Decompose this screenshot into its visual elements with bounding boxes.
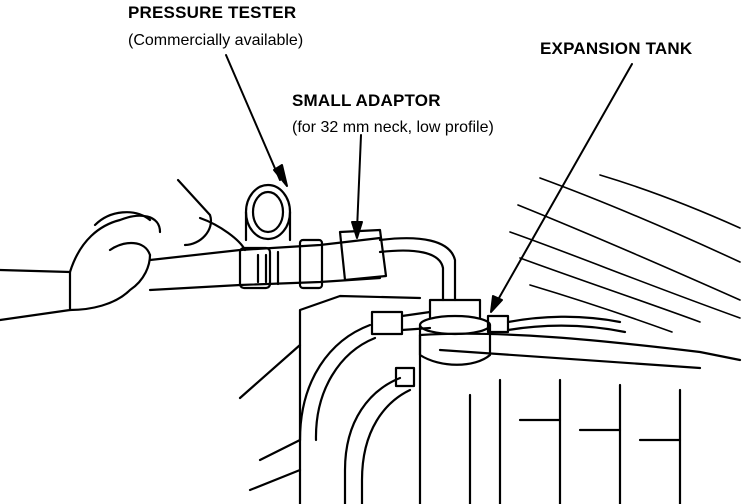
hand-and-arm xyxy=(0,178,247,322)
engine-bay-lines xyxy=(509,174,741,333)
expansion-tank-title: EXPANSION TANK xyxy=(540,39,693,58)
arrowhead-expansion-tank xyxy=(490,295,503,313)
small-adaptor-title: SMALL ADAPTOR xyxy=(292,91,441,110)
pressure-tester xyxy=(148,183,388,292)
pressure-tester-title: PRESSURE TESTER xyxy=(128,3,297,22)
pressure-tester-subtitle: (Commercially available) xyxy=(128,32,304,49)
small-adaptor-subtitle: (for 32 mm neck, low profile) xyxy=(292,119,494,136)
leader-pressure-tester xyxy=(225,54,281,181)
tester-hose xyxy=(378,237,457,302)
leader-small-adaptor xyxy=(356,134,362,231)
expansion-tank-neck xyxy=(418,298,627,366)
arrowhead-pressure-tester xyxy=(273,164,288,187)
side-hoses xyxy=(298,310,432,504)
leader-expansion-tank xyxy=(494,63,633,306)
